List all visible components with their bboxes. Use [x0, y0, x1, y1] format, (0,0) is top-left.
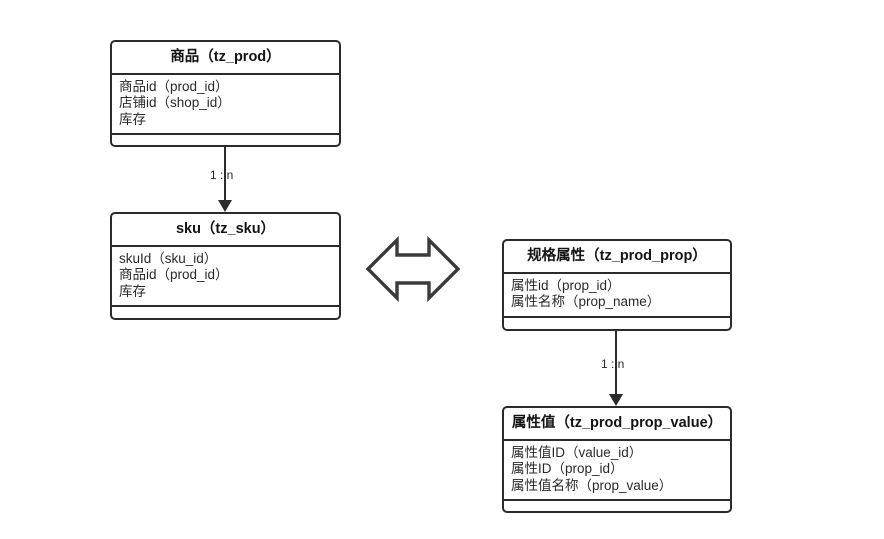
- entity-title: 商品（tz_prod）: [112, 42, 339, 75]
- entity-title: 属性值（tz_prod_prop_value）: [504, 408, 730, 441]
- entity-field: 属性ID（prop_id）: [511, 461, 624, 476]
- entity-title: 规格属性（tz_prod_prop）: [504, 241, 730, 274]
- entity-field: skuId（sku_id）: [119, 250, 218, 266]
- relation-label: 1 : n: [601, 357, 625, 371]
- entity-field: 店铺id（shop_id）: [119, 95, 231, 110]
- entity-field: 商品id（prod_id）: [119, 78, 229, 94]
- entity-field: 属性id（prop_id）: [511, 277, 621, 293]
- double-headed-arrow-icon: [366, 236, 460, 302]
- entity-field-list: 属性id（prop_id） 属性名称（prop_name）: [504, 274, 730, 318]
- entity-title: sku（tz_sku）: [112, 214, 339, 247]
- relation-prop-to-prop-value: 1 : n: [601, 331, 675, 406]
- entity-field: 属性名称（prop_name）: [511, 294, 661, 309]
- relation-arrowhead: [218, 200, 232, 212]
- entity-tz-sku[interactable]: sku（tz_sku） skuId（sku_id） 商品id（prod_id） …: [110, 212, 341, 320]
- entity-footer: [504, 501, 730, 511]
- entity-footer: [504, 318, 730, 330]
- entity-field-list: 属性值ID（value_id） 属性ID（prop_id） 属性值名称（prop…: [504, 441, 730, 501]
- relation-prod-to-sku: 1 : n: [210, 147, 284, 212]
- entity-field: 属性值名称（prop_value）: [511, 477, 673, 493]
- entity-footer: [112, 307, 339, 318]
- entity-field: 商品id（prod_id）: [119, 267, 229, 282]
- entity-tz-prod-prop[interactable]: 规格属性（tz_prod_prop） 属性id（prop_id） 属性名称（pr…: [502, 239, 732, 331]
- relation-arrowhead: [609, 394, 623, 406]
- entity-field: 库存: [119, 283, 146, 299]
- entity-footer: [112, 135, 339, 145]
- relation-line: [224, 147, 226, 200]
- entity-field: 属性值ID（value_id）: [511, 444, 643, 460]
- entity-tz-prod-prop-value[interactable]: 属性值（tz_prod_prop_value） 属性值ID（value_id） …: [502, 406, 732, 513]
- relation-line: [615, 331, 617, 394]
- entity-field-list: 商品id（prod_id） 店铺id（shop_id） 库存: [112, 75, 339, 135]
- entity-field-list: skuId（sku_id） 商品id（prod_id） 库存: [112, 247, 339, 307]
- relation-label: 1 : n: [210, 168, 234, 182]
- entity-field: 库存: [119, 111, 146, 127]
- entity-tz-prod[interactable]: 商品（tz_prod） 商品id（prod_id） 店铺id（shop_id） …: [110, 40, 341, 147]
